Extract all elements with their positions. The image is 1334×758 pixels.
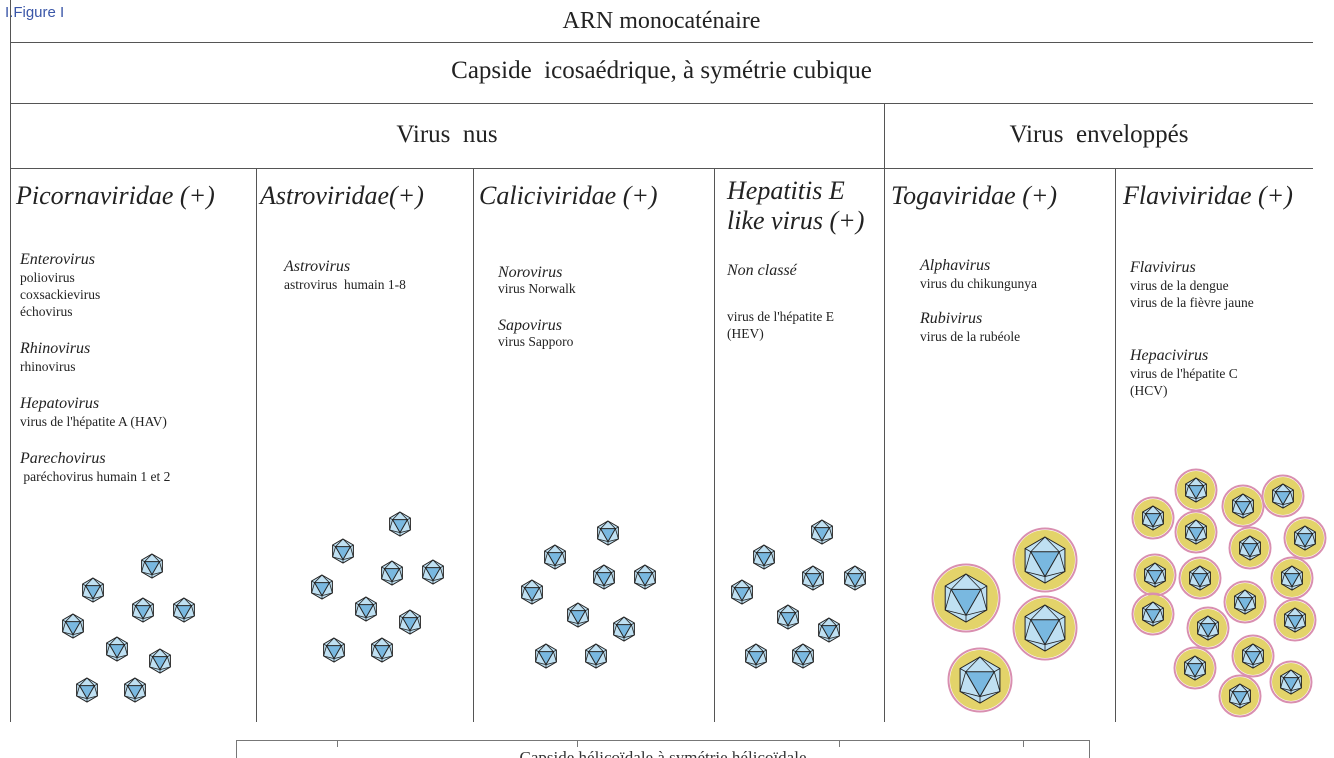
enveloped-virus-icon [1188, 608, 1229, 649]
icosahedral-capsid-icon [174, 598, 195, 622]
icosahedral-capsid-icon [83, 578, 104, 602]
icosahedral-capsid-icon [324, 638, 345, 662]
icosahedral-capsid-icon [545, 545, 566, 569]
icosahedral-capsid-icon [732, 580, 753, 604]
next-table-strip: Capside hélicoïdale à symétrie hélicoïda… [236, 740, 1090, 758]
enveloped-virus-icon [1220, 676, 1261, 717]
icosahedral-capsid-icon [372, 638, 393, 662]
icosahedral-capsid-icon [133, 598, 154, 622]
enveloped-virus-icon [1014, 529, 1077, 592]
enveloped-virus-icon [1133, 498, 1174, 539]
icosahedral-capsid-icon [125, 678, 146, 702]
icosahedral-capsid-icon [400, 610, 421, 634]
enveloped-virus-icon [1272, 558, 1313, 599]
icosahedral-capsid-icon [812, 520, 833, 544]
icosahedral-capsid-icon [77, 678, 98, 702]
icosahedral-capsid-icon [63, 614, 84, 638]
enveloped-virus-icon [1014, 597, 1077, 660]
enveloped-virus-icon [1233, 636, 1274, 677]
enveloped-virus-icon [1225, 582, 1266, 623]
icosahedral-capsid-icon [635, 565, 656, 589]
strip-divider [577, 741, 578, 747]
icosahedral-capsid-icon [333, 539, 354, 563]
strip-divider [839, 741, 840, 747]
enveloped-virus-icon [949, 649, 1012, 712]
enveloped-virus-icon [1180, 558, 1221, 599]
enveloped-virus-icon [1275, 600, 1316, 641]
icosahedral-capsid-icon [390, 512, 411, 536]
enveloped-virus-icon [1223, 486, 1264, 527]
icosahedral-capsid-icon [536, 644, 557, 668]
icosahedral-capsid-icon [778, 605, 799, 629]
icosahedral-capsid-icon [754, 545, 775, 569]
icosahedral-capsid-icon [312, 575, 333, 599]
icosahedral-capsid-icon [845, 566, 866, 590]
icosahedral-capsid-icon [803, 566, 824, 590]
enveloped-virus-icon [933, 565, 1000, 632]
icosahedral-capsid-icon [107, 637, 128, 661]
icosahedral-capsid-icon [522, 580, 543, 604]
enveloped-virus-icon [1271, 662, 1312, 703]
icosahedral-capsid-icon [150, 649, 171, 673]
icosahedral-capsid-icon [598, 521, 619, 545]
icosahedral-capsid-icon [594, 565, 615, 589]
enveloped-virus-icon [1135, 555, 1176, 596]
enveloped-virus-icon [1176, 512, 1217, 553]
icosahedral-capsid-icon [586, 644, 607, 668]
icosahedral-capsid-icon [568, 603, 589, 627]
icosahedral-capsid-icon [746, 644, 767, 668]
strip-divider [1023, 741, 1024, 747]
enveloped-virus-icon [1133, 594, 1174, 635]
icosahedral-capsid-icon [142, 554, 163, 578]
icosahedral-capsid-icon [793, 644, 814, 668]
enveloped-virus-icon [1230, 528, 1271, 569]
icosahedral-capsid-icon [382, 561, 403, 585]
enveloped-virus-icon [1175, 648, 1216, 689]
icosahedral-capsid-icon [356, 597, 377, 621]
enveloped-virus-icon [1176, 470, 1217, 511]
icosahedral-capsid-icon [423, 560, 444, 584]
enveloped-virus-icon [1285, 518, 1326, 559]
strip-divider [337, 741, 338, 747]
icosahedral-capsid-icon [614, 617, 635, 641]
icosahedral-capsid-icon [819, 618, 840, 642]
enveloped-virus-icon [1263, 476, 1304, 517]
